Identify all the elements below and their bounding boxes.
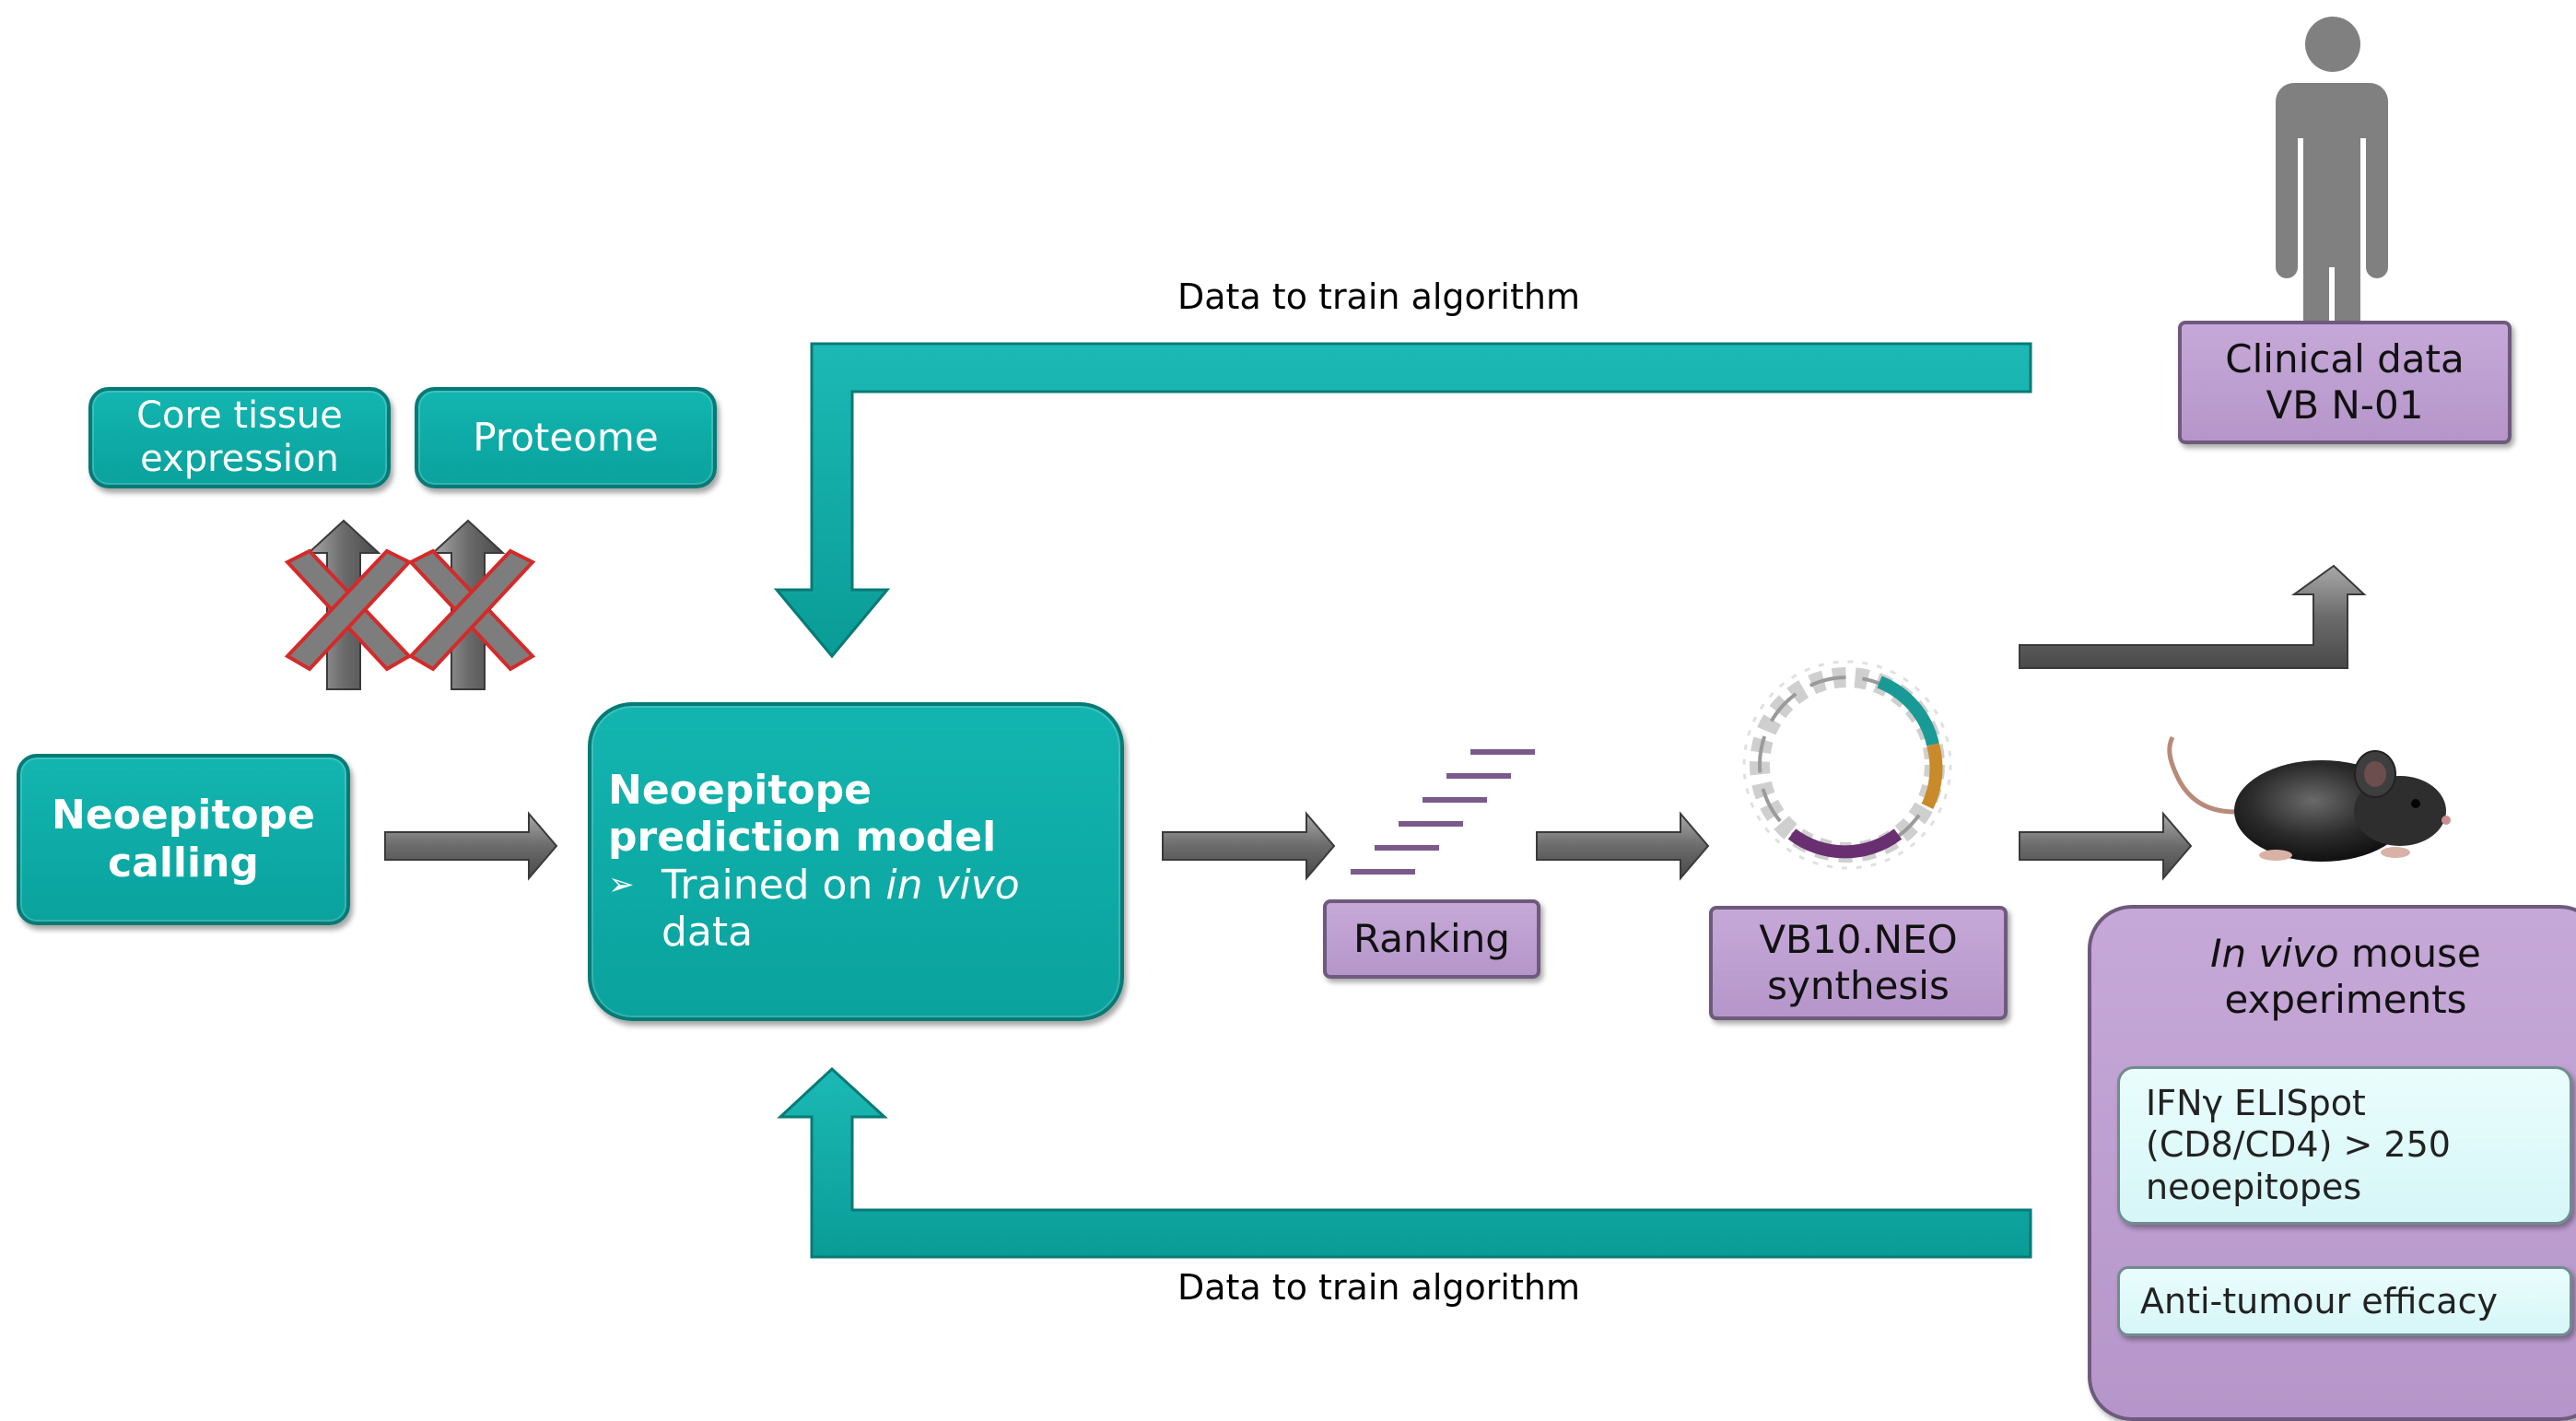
feedback-arrow-top	[773, 342, 2032, 659]
anti-tumour-efficacy-box: Anti-tumour efficacy	[2117, 1266, 2572, 1336]
core-tissue-expression-box: Core tissue expression	[88, 387, 391, 488]
arrow-model-to-ranking	[1162, 811, 1336, 881]
neoepitope-pipeline-diagram: Data to train algorithm Data to train al…	[17, 17, 2576, 1421]
ranking-bars-icon	[1351, 749, 1535, 875]
feedback-label-bottom: Data to train algorithm	[1177, 1267, 1580, 1308]
dna-plasmid-icon	[1742, 660, 1952, 870]
ranking-box: Ranking	[1323, 899, 1540, 979]
synthesis-label: VB10.NEO synthesis	[1759, 917, 1958, 1008]
mouse-image	[2167, 735, 2451, 862]
arrow-synthesis-to-mouse	[2019, 811, 2193, 881]
anti-tumour-label: Anti-tumour efficacy	[2140, 1280, 2498, 1321]
synthesis-box: VB10.NEO synthesis	[1709, 906, 2008, 1020]
feedback-label-top: Data to train algorithm	[1177, 276, 1580, 317]
feedback-arrow-bottom	[777, 1066, 2032, 1259]
mouse-panel-title: In vivo mouse experiments	[2210, 931, 2481, 1022]
arrow-to-clinical	[2019, 564, 2367, 669]
clinical-data-label: Clinical data VB N-01	[2225, 336, 2465, 428]
elispot-box: IFNγ ELISpot (CD8/CD4) > 250 neoepitopes	[2117, 1066, 2572, 1225]
neoepitope-calling-box: Neoepitope calling	[17, 754, 350, 925]
bullet-arrow-icon: ➢	[608, 865, 635, 903]
model-bullet-text: Trained on in vivo data	[662, 861, 1020, 957]
proteome-label: Proteome	[473, 415, 659, 461]
proteome-box: Proteome	[415, 387, 717, 488]
ranking-label: Ranking	[1353, 916, 1510, 962]
arrow-ranking-to-synthesis	[1536, 811, 1710, 881]
core-tissue-label: Core tissue expression	[136, 393, 343, 480]
model-bullet: ➢ Trained on in vivo data	[608, 862, 1067, 957]
neoepitope-calling-label: Neoepitope calling	[52, 792, 315, 887]
arrow-calling-to-model	[384, 811, 558, 881]
model-title: Neoepitope prediction model	[608, 767, 997, 862]
elispot-label: IFNγ ELISpot (CD8/CD4) > 250 neoepitopes	[2146, 1082, 2451, 1207]
prediction-model-box: Neoepitope prediction model ➢ Trained on…	[588, 702, 1124, 1021]
excluded-cross-icon	[284, 519, 536, 690]
clinical-data-box: Clinical data VB N-01	[2178, 321, 2512, 444]
diagram-graphics	[284, 17, 2451, 1259]
